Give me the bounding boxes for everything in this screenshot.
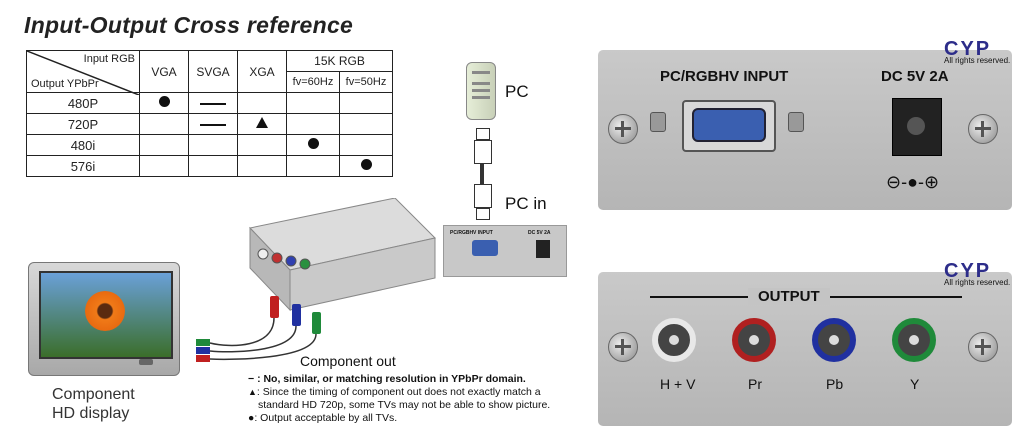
col-header-60hz: fv=60Hz [286, 71, 340, 93]
dash-mark [188, 113, 238, 135]
jack-label-hv: H + V [660, 376, 696, 392]
legend-dash-item: − : No, similar, or matching resolution … [248, 373, 526, 385]
dot-mark [339, 155, 393, 177]
component-cable-icon [196, 318, 317, 362]
triangle-mark [237, 113, 287, 135]
dot-mark [286, 134, 340, 156]
table-row: 576i [26, 155, 393, 177]
small-panel-input-label: PC/RGBHV INPUT [450, 230, 493, 236]
polarity-icon: ⊖-●-⊕ [886, 172, 940, 192]
legend: − : No, similar, or matching resolution … [248, 373, 550, 425]
small-panel-dc-label: DC 5V 2A [528, 230, 551, 236]
col-header-15k-rgb: 15K RGB [286, 50, 393, 72]
small-dc-jack-icon [536, 240, 550, 258]
jack-label-pr: Pr [748, 376, 762, 392]
screw-icon [968, 114, 998, 144]
dash-mark [188, 92, 238, 114]
vga-cable-icon [472, 128, 492, 220]
hex-nut-icon [650, 112, 666, 132]
rca-y-jack-icon [892, 318, 936, 362]
jack-label-y: Y [910, 376, 920, 392]
input-rgb-label: Input RGB [83, 53, 135, 65]
col-header-xga: XGA [237, 50, 287, 93]
legend-tri-text-2: standard HD 720p, some TVs may not be ab… [258, 399, 551, 411]
vga-port-icon [682, 100, 776, 152]
red-connector-icon [270, 296, 279, 318]
tv-display-icon [28, 262, 180, 376]
screw-icon [968, 332, 998, 362]
converter-box-icon [249, 198, 436, 312]
legend-dot-text: : Output acceptable by all TVs. [254, 412, 398, 424]
legend-dot-item: ●: Output acceptable by all TVs. [248, 412, 398, 424]
small-input-panel: PC/RGBHV INPUT DC 5V 2A [443, 225, 567, 277]
jack-label-pb: Pb [826, 376, 844, 392]
dot-mark [139, 92, 189, 114]
green-connector-icon [312, 312, 321, 334]
input-panel-label: PC/RGBHV INPUT [660, 68, 789, 85]
output-label: OUTPUT [748, 288, 830, 305]
input-panel: PC/RGBHV INPUT DC 5V 2A ⊖-●-⊕ [598, 50, 1012, 210]
pc-label: PC [505, 82, 529, 101]
cross-reference-table: Input RGB Output YPbPr VGA SVGA XGA 15K … [26, 50, 393, 177]
output-ypbpr-label: Output YPbPr [31, 78, 99, 90]
small-vga-port-icon [472, 240, 498, 256]
row-label: 576i [26, 155, 140, 177]
col-header-50hz: fv=50Hz [339, 71, 393, 93]
cyp-logo-top: CYP [944, 38, 992, 60]
corner-cell: Input RGB Output YPbPr [26, 50, 140, 95]
col-header-svga: SVGA [188, 50, 238, 93]
row-label: 720P [26, 113, 140, 135]
hex-nut-icon [788, 112, 804, 132]
row-label: 480i [26, 134, 140, 156]
screw-icon [608, 114, 638, 144]
col-header-vga: VGA [139, 50, 189, 93]
output-panel: OUTPUT H + V Pr Pb Y [598, 272, 1012, 426]
legend-tri-item: ▲: Since the timing of component out doe… [248, 386, 541, 398]
legend-dash-text: : No, similar, or matching resolution in… [257, 373, 526, 385]
pc-device-icon [466, 62, 496, 120]
table-row: 720P [26, 113, 393, 135]
table-row: 480P [26, 92, 393, 114]
cross-reference-title: Input-Output Cross reference [24, 12, 354, 38]
rca-hv-jack-icon [652, 318, 696, 362]
display-label-line1: Component [52, 386, 135, 403]
pc-in-label: PC in [505, 194, 547, 213]
dc-jack-icon [892, 98, 942, 156]
component-out-label: Component out [300, 353, 396, 369]
blue-connector-icon [292, 304, 301, 326]
rights-text-top: All rights reserved. [944, 56, 1011, 65]
rights-text-bottom: All rights reserved. [944, 278, 1011, 287]
cyp-logo-bottom: CYP [944, 260, 992, 282]
diagonal-line [27, 51, 139, 95]
rca-pr-jack-icon [732, 318, 776, 362]
table-row: 480i [26, 134, 393, 156]
row-label: 480P [26, 92, 140, 114]
screw-icon [608, 332, 638, 362]
flower-icon [85, 291, 125, 331]
display-label-line2: HD display [52, 405, 130, 422]
rca-pb-jack-icon [812, 318, 856, 362]
dc-input-label: DC 5V 2A [881, 68, 949, 85]
legend-tri-text-1: : Since the timing of component out does… [256, 386, 541, 398]
